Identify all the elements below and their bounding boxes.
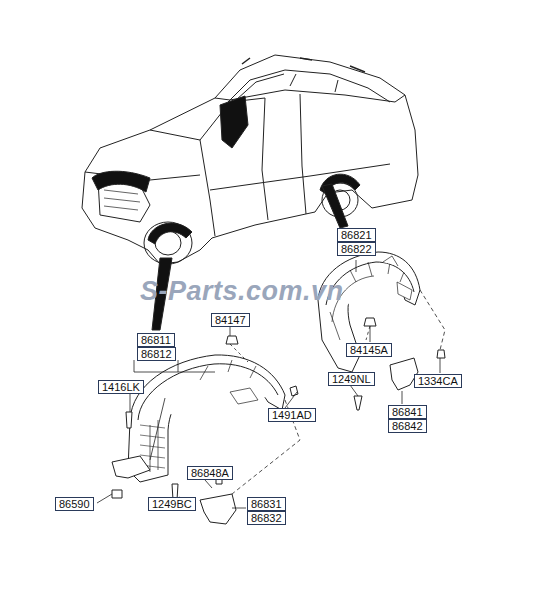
watermark: S-Parts.com.vn [140,276,344,307]
part-number: 1334CA [414,374,462,388]
part-number: 1416LK [98,380,144,394]
part-number: 86590 [55,497,94,511]
part-number: 86831 [247,497,286,511]
part-number: 1249BC [148,497,196,511]
rear-wheel-guard [318,252,420,390]
part-number: 86822 [337,242,376,256]
car-illustration [82,55,418,330]
part-number: 86848A [187,466,233,480]
part-number: 1491AD [268,408,316,422]
part-number: 86841 [388,405,427,419]
part-number: 86812 [137,347,176,361]
part-number: 86832 [247,511,286,525]
part-number: 1249NL [328,372,375,386]
fasteners [112,318,445,500]
part-number: 86811 [137,333,175,347]
leader-lines [97,260,445,508]
part-number: 84145A [346,343,392,357]
part-number: 86821 [337,228,376,242]
part-number: 86842 [388,419,427,433]
part-number: 84147 [211,313,250,327]
